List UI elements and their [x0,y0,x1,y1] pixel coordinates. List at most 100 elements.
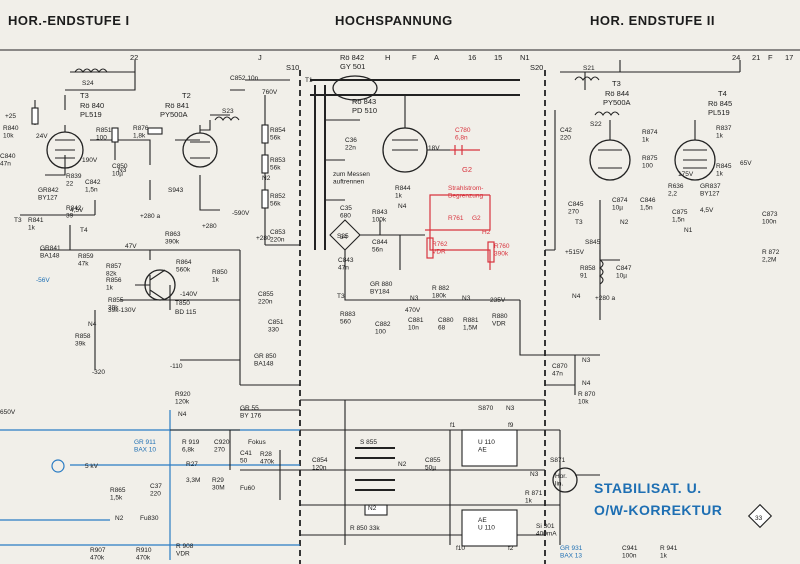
terminal-J: J [258,53,262,62]
voltage-minus-110: -110 [170,363,183,370]
coil-s22: S22 [590,121,602,128]
component-r27-value: 3,3M [186,477,200,484]
terminal-15: 15 [494,53,502,62]
voltage-280a: +280 [202,223,217,230]
terminal-21: 21 [752,53,760,62]
tube-ro840-name: Rö 840 [80,101,104,110]
header-right: HOR. ENDSTUFE II [590,13,715,28]
label-fu830: Fu830 [140,515,159,522]
header-center: HOCHSPANNUNG [335,13,453,28]
label-t3-right: T3 [612,79,621,88]
voltage-470v: 470V [405,307,421,314]
label-v25: +25 [5,113,16,120]
label-33: 33 [755,515,763,522]
tube-ro842 [332,75,378,101]
tube-ro843-name: Rö 843 [352,97,376,106]
resistor-r876 [147,127,163,135]
block-u110-bottom [461,509,518,547]
label-n2-coil: N2 [368,505,377,512]
label-t2: T2 [182,91,191,100]
block-u110-top [461,429,518,467]
note-title: STABILISAT. U. [594,480,702,496]
label-n2: N2 [262,175,271,182]
label-g2-top: G2 [462,165,472,174]
label-n4-focus: N4 [178,411,187,418]
terminal-F2: F [768,53,773,62]
tube-ro841 [182,132,218,168]
label-n4-right-b: N4 [582,380,591,387]
label-n3-center-b: N3 [462,295,471,302]
label-n2-right: N2 [620,219,629,226]
voltage-760v: 760V [262,89,278,96]
label-n3: N3 [118,167,127,174]
voltage-minus-320: -320 [92,369,105,376]
resistor-r840 [31,107,39,125]
label-t3-top: T3 [80,91,89,100]
resistor-r854 [261,124,269,144]
label-g2-bottom: G2 [472,215,481,222]
adjuster-hor-lin [552,467,578,493]
hv-source-symbol [51,459,65,473]
label-f9: f9 [508,422,514,429]
voltage-590v: -590V [232,210,250,217]
label-t4: T4 [80,227,88,234]
label-hor-lin: Hor.lin. [555,473,567,487]
label-t1: T1 [305,77,313,84]
coil-s855: S 855 [360,439,377,446]
label-n3-right: N3 [582,357,591,364]
tube-ro845-name: Rö 845 [708,99,732,108]
voltage-5kv: 5 kV [85,463,99,470]
component-r761: R761 [448,215,464,222]
marker-33 [747,503,773,529]
label-n3-center: N3 [410,295,419,302]
tube-ro844-type: PY500A [603,98,631,107]
label-f10: f10 [456,545,465,552]
label-n2-center: N2 [398,461,407,468]
label-s10: S10 [286,63,299,72]
top-terminals: 22 J H F A 16 15 N1 24 21 F 17 [130,53,793,62]
coil-s845: S845 [585,239,601,246]
component-s870: S870 [478,405,494,412]
voltage-minus-56v: -56V [36,277,50,284]
terminal-F: F [412,53,417,62]
coil-s24: S24 [82,80,94,87]
section-endstufe-1: S24 T3 Rö 840 PL519 T2 Rö 841 PY500A S23… [0,60,300,419]
component-r850b: R 850 33k [350,525,380,532]
label-t3-side: T3 [14,217,22,224]
label-fu60: Fu60 [240,485,255,492]
voltage-4-5v: 4,5V [70,207,84,214]
voltage-18v: 18V [428,145,440,152]
label-n4-center: N4 [398,203,407,210]
